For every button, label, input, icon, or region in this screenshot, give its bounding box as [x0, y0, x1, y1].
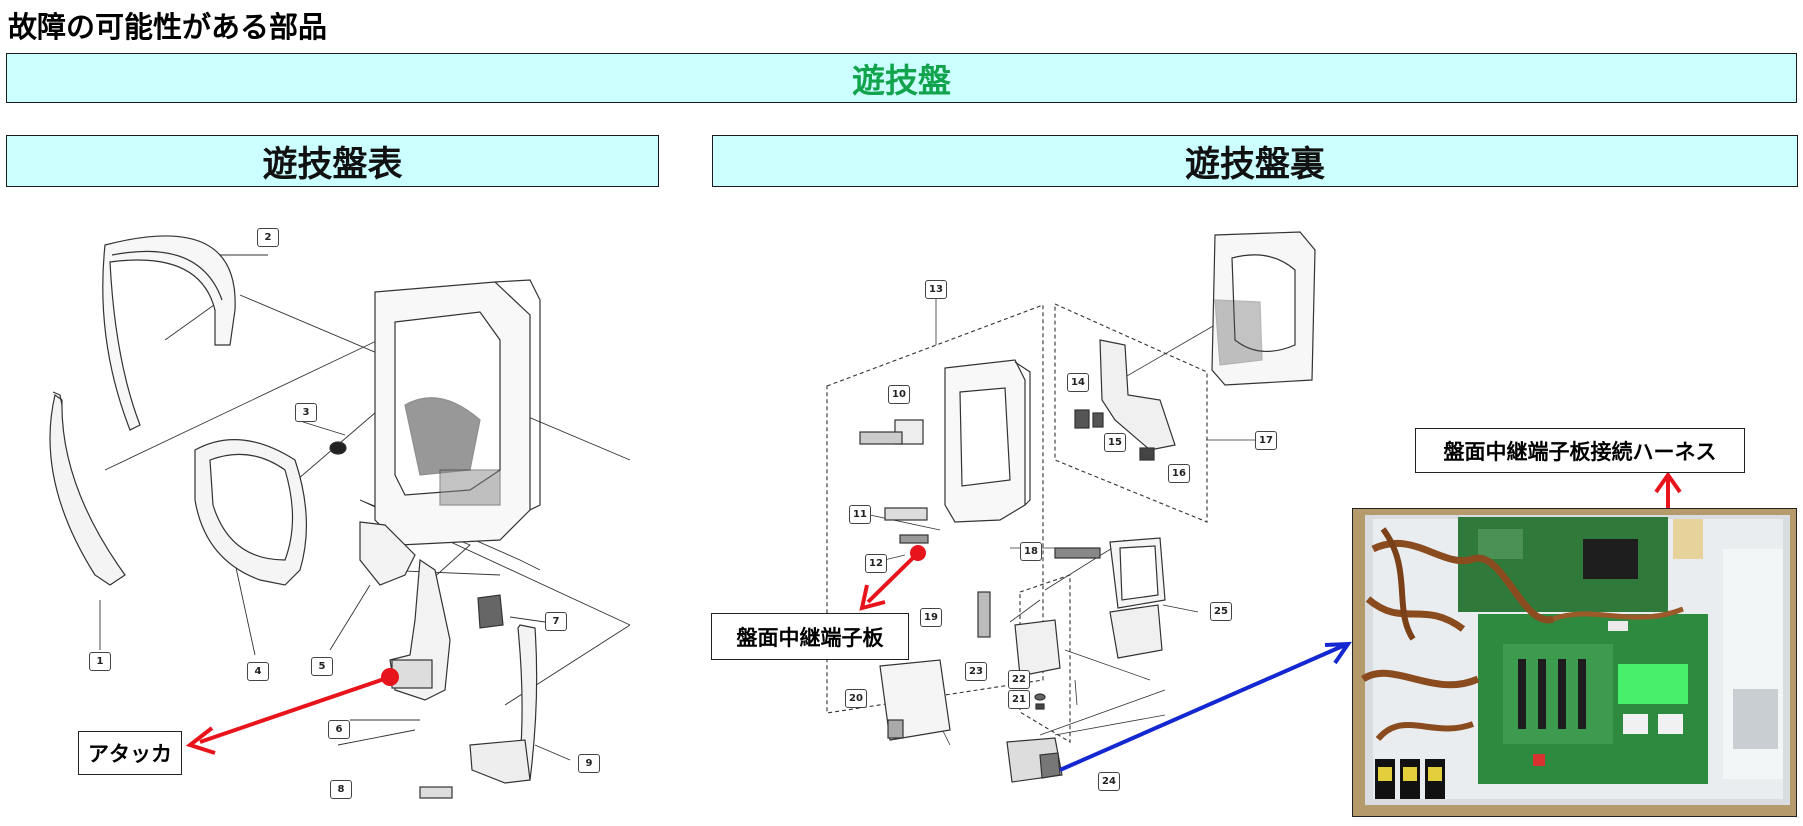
front-exploded-view [49, 235, 631, 799]
banner-main: 遊技盤 [6, 53, 1797, 103]
banner-back: 遊技盤裏 [712, 135, 1798, 187]
page-title: 故障の可能性がある部品 [8, 10, 328, 44]
callout-21: 21 [1008, 690, 1030, 709]
label-relay-harness: 盤面中継端子板接続ハーネス [1415, 428, 1745, 473]
arrow-relay-board [859, 545, 926, 611]
callout-25: 25 [1210, 602, 1232, 621]
callout-22: 22 [1008, 670, 1030, 689]
callout-2: 2 [257, 228, 279, 247]
callout-18: 18 [1020, 542, 1042, 561]
callout-14: 14 [1067, 373, 1089, 392]
callout-8: 8 [330, 780, 352, 799]
callout-13: 13 [925, 280, 947, 299]
callout-4: 4 [247, 662, 269, 681]
board-photo-drawing [1353, 509, 1796, 816]
arrow-attacker [185, 668, 399, 755]
label-attacker: アタッカ [78, 731, 182, 775]
callout-6: 6 [328, 720, 350, 739]
banner-front: 遊技盤表 [6, 135, 659, 187]
board-photo [1352, 508, 1797, 817]
label-relay-board: 盤面中継端子板 [711, 613, 909, 660]
callout-24: 24 [1098, 772, 1120, 791]
callout-16: 16 [1168, 464, 1190, 483]
callout-9: 9 [578, 754, 600, 773]
callout-7: 7 [545, 612, 567, 631]
callout-15: 15 [1104, 433, 1126, 452]
back-exploded-view [826, 231, 1316, 783]
callout-3: 3 [295, 403, 317, 422]
callout-5: 5 [311, 657, 333, 676]
callout-1: 1 [89, 652, 111, 671]
callout-23: 23 [965, 662, 987, 681]
callout-10: 10 [888, 385, 910, 404]
callout-17: 17 [1255, 431, 1277, 450]
arrow-board-to-photo [1059, 641, 1352, 772]
callout-20: 20 [845, 689, 867, 708]
callout-19: 19 [920, 608, 942, 627]
callout-12: 12 [865, 554, 887, 573]
callout-11: 11 [849, 505, 871, 524]
